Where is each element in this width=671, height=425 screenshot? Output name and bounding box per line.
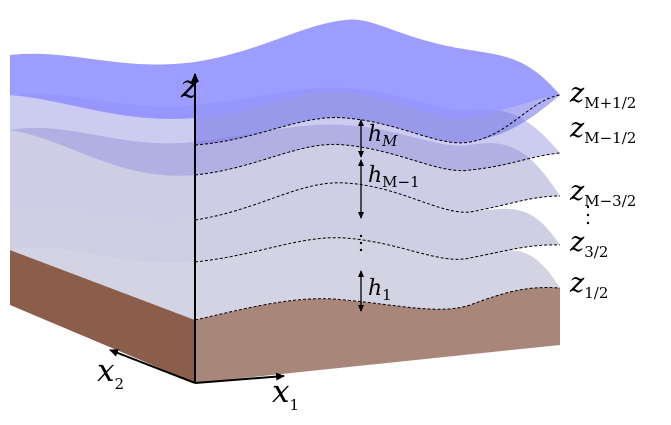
z-axis-label: z	[180, 69, 198, 105]
thickness-label-m: hM	[368, 122, 398, 150]
layer-sheet-2	[10, 182, 560, 264]
interface-label-top: zM+1/2	[569, 78, 636, 112]
layer-sheet-1	[10, 237, 560, 320]
interface-label-bottom: z1/2	[569, 268, 608, 302]
interface-curves	[194, 94, 561, 321]
vertical-ellipsis	[359, 234, 363, 252]
interface-label-3: zM−3/2	[569, 176, 636, 210]
x1-axis	[194, 372, 285, 384]
interface-curve-4	[194, 237, 561, 263]
layer-sheets	[10, 19, 560, 320]
layer-sheet-top-shade	[195, 91, 560, 145]
interface-curve-2	[194, 143, 561, 176]
x1-axis-label: x1	[272, 374, 299, 414]
thickness-label-m-minus-1: hM−1	[368, 163, 420, 191]
x2-axis	[109, 349, 196, 384]
ground-left-face	[10, 250, 195, 383]
interface-curve-3	[194, 182, 561, 221]
interface-curve-bottom	[194, 287, 561, 321]
interface-label-4: z3/2	[569, 227, 608, 261]
axes	[109, 73, 285, 384]
layer-sheet-3	[10, 124, 560, 223]
layer-sheet-top	[10, 19, 560, 119]
interface-label-2: zM−1/2	[569, 113, 636, 147]
ground-block	[10, 250, 560, 383]
right-ellipsis	[586, 205, 590, 225]
thickness-label-1: h1	[368, 276, 392, 304]
interface-curve-top	[194, 94, 561, 146]
x2-axis-label: x2	[97, 353, 124, 393]
ground-front-face	[195, 287, 560, 383]
